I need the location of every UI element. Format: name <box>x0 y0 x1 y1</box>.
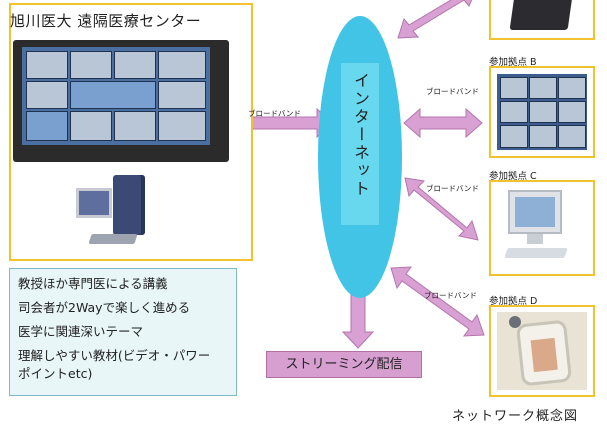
feature-item: ポイントetc) <box>18 366 93 381</box>
video-tile <box>529 77 557 99</box>
feature-item: 司会者が2Wayで楽しく進める <box>18 300 191 315</box>
video-tile <box>558 101 586 123</box>
camera-icon <box>509 316 521 328</box>
tablet-screen <box>530 337 558 373</box>
video-tile <box>500 101 528 123</box>
video-tile <box>158 81 206 109</box>
site-label: 参加拠点 B <box>489 57 537 68</box>
video-tile <box>158 51 206 79</box>
internet-label: インターネット <box>351 72 370 198</box>
broadband-label: ブロードバンド <box>424 291 477 300</box>
center-title: 旭川医大 遠隔医療センター <box>10 12 202 30</box>
tablet-terminal-photo <box>497 312 587 390</box>
broadband-label: ブロードバンド <box>248 109 301 118</box>
streaming-box: ストリーミング配信 <box>266 351 422 378</box>
keyboard-icon <box>504 248 568 258</box>
desktop-monitor-icon <box>508 190 562 234</box>
video-tile <box>26 81 68 109</box>
video-tile <box>158 111 206 141</box>
video-conference-display <box>497 74 587 150</box>
site-label: 参加拠点 C <box>489 171 537 182</box>
video-tile <box>558 77 586 99</box>
arrow-internet-site-a <box>397 0 473 39</box>
video-wall-display <box>22 47 210 145</box>
arrow-internet-site-b <box>403 107 483 139</box>
video-tile <box>70 81 156 109</box>
video-tile <box>114 51 156 79</box>
video-tile <box>114 111 156 141</box>
feature-list: 教授ほか専門医による講義 司会者が2Wayで楽しく進める 医学に関連深いテーマ … <box>9 268 237 396</box>
feature-item: 理解しやすい教材(ビデオ・パワー <box>18 348 211 363</box>
tablet-device-icon <box>515 319 573 387</box>
video-tile <box>26 111 68 141</box>
video-tile <box>70 111 112 141</box>
computer-monitor-icon <box>76 188 112 218</box>
computer-tower-icon <box>113 175 145 235</box>
monitor-stand-icon <box>527 234 543 244</box>
video-tile <box>70 51 112 79</box>
broadband-label: ブロードバンド <box>426 87 479 96</box>
video-tile <box>529 101 557 123</box>
feature-item: 医学に関連深いテーマ <box>18 324 144 339</box>
arrow-internet-site-d <box>390 266 485 337</box>
video-tile <box>500 77 528 99</box>
arrow-internet-site-c <box>404 177 479 241</box>
video-tile <box>26 51 68 79</box>
figure-caption: ネットワーク概念図 <box>452 409 579 424</box>
video-tile <box>529 125 557 148</box>
broadband-label: ブロードバンド <box>426 184 479 193</box>
video-tile <box>500 125 528 148</box>
feature-item: 教授ほか専門医による講義 <box>18 276 168 291</box>
keyboard-icon <box>88 234 138 244</box>
internet-label-box <box>341 63 379 225</box>
video-tile <box>558 125 586 148</box>
monitor-screen <box>515 197 555 227</box>
site-label: 参加拠点 D <box>489 296 538 307</box>
laptop-icon <box>509 0 573 30</box>
